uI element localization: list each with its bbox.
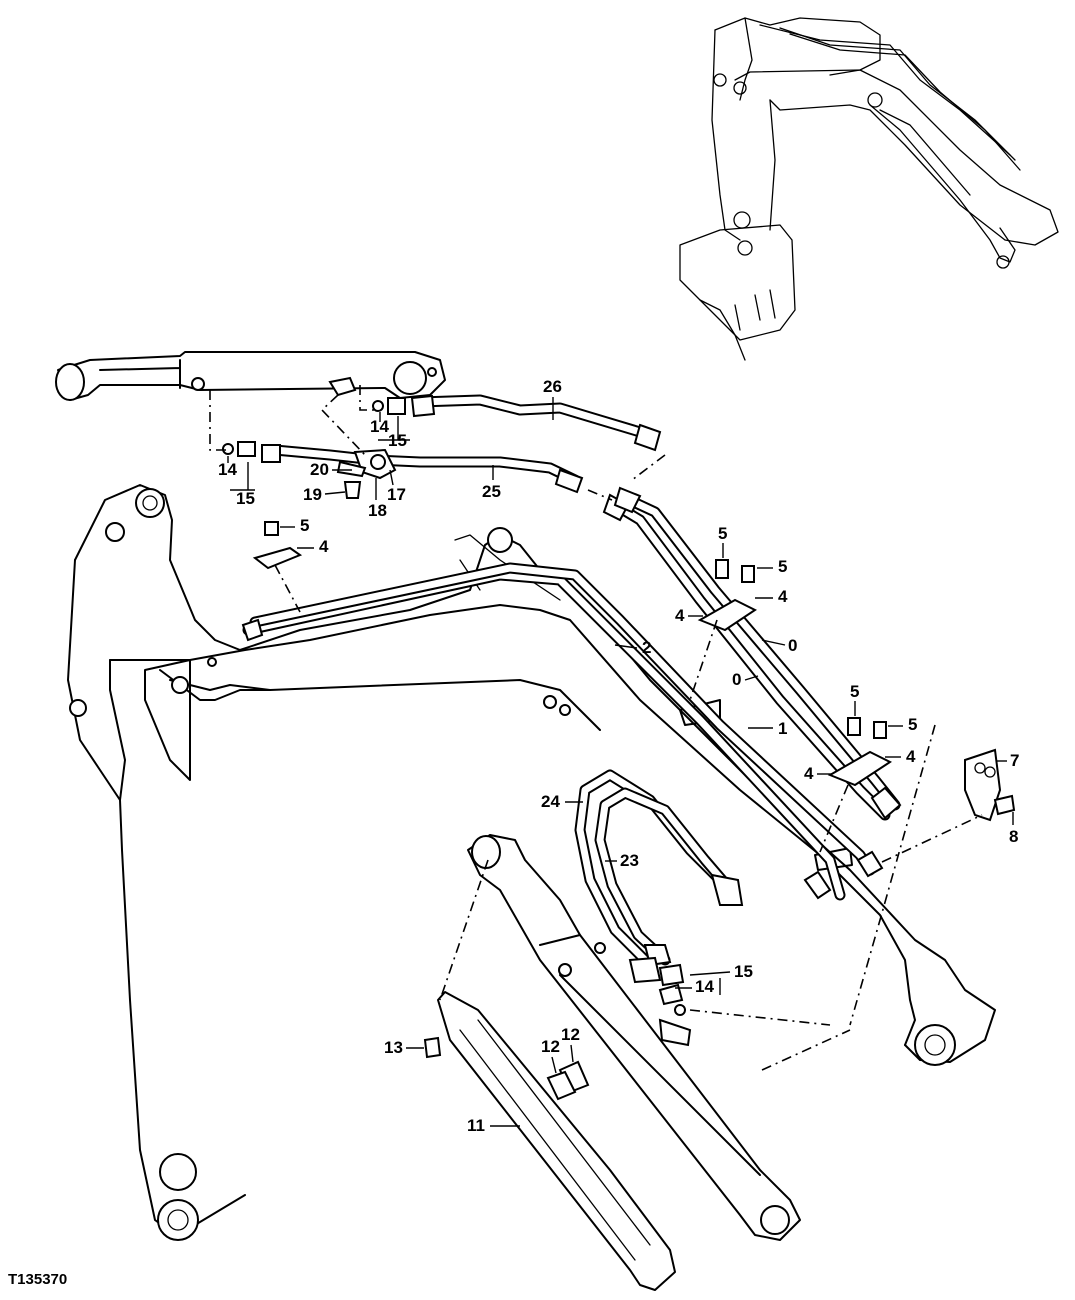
callout-26: 26: [543, 377, 562, 396]
boom-cylinder: [55, 351, 446, 401]
callout-15: 15: [236, 489, 255, 508]
boom: [67, 484, 996, 1241]
callout-18: 18: [368, 501, 387, 520]
callout-4: 4: [778, 587, 788, 606]
callout-2: 2: [642, 638, 651, 657]
callout-23: 23: [620, 851, 639, 870]
overview-inset: [679, 17, 1059, 361]
callout-19: 19: [303, 485, 322, 504]
arm-cylinder: [467, 834, 801, 1241]
document-id: T135370: [8, 1271, 68, 1288]
callout-12: 12: [541, 1037, 560, 1056]
callout-5: 5: [718, 524, 727, 543]
callout-17: 17: [387, 485, 406, 504]
callout-11: 11: [467, 1116, 485, 1135]
assembly-lines: [209, 385, 983, 1071]
callout-5: 5: [778, 557, 787, 576]
callout-4: 4: [675, 606, 685, 625]
callout-12: 12: [561, 1025, 580, 1044]
callout-5: 5: [850, 682, 859, 701]
callout-13: 13: [384, 1038, 403, 1057]
hose-assembly-top: [222, 376, 662, 642]
callouts: 26 14 15 14 15 20 19 18 17 25 5 4 5 5 4 …: [218, 377, 1019, 1135]
callout-5: 5: [908, 715, 917, 734]
clamps: [252, 521, 1016, 822]
callout-4: 4: [319, 537, 329, 556]
callout-7: 7: [1010, 751, 1019, 770]
callout-25: 25: [482, 482, 501, 501]
callout-15: 15: [734, 962, 753, 981]
callout-1: 1: [778, 719, 787, 738]
callout-4: 4: [906, 747, 916, 766]
callout-14: 14: [218, 460, 237, 479]
callout-0: 0: [732, 670, 741, 689]
guard: [423, 991, 676, 1291]
callout-14: 14: [695, 977, 714, 996]
callout-8: 8: [1009, 827, 1018, 846]
boom-tubes: [242, 492, 902, 901]
callout-24: 24: [541, 792, 560, 811]
callout-20: 20: [310, 460, 329, 479]
hose-loop: [574, 769, 744, 1016]
callout-14: 14: [370, 417, 389, 436]
callout-4: 4: [804, 764, 814, 783]
callout-5: 5: [300, 516, 309, 535]
callout-0: 0: [788, 636, 797, 655]
